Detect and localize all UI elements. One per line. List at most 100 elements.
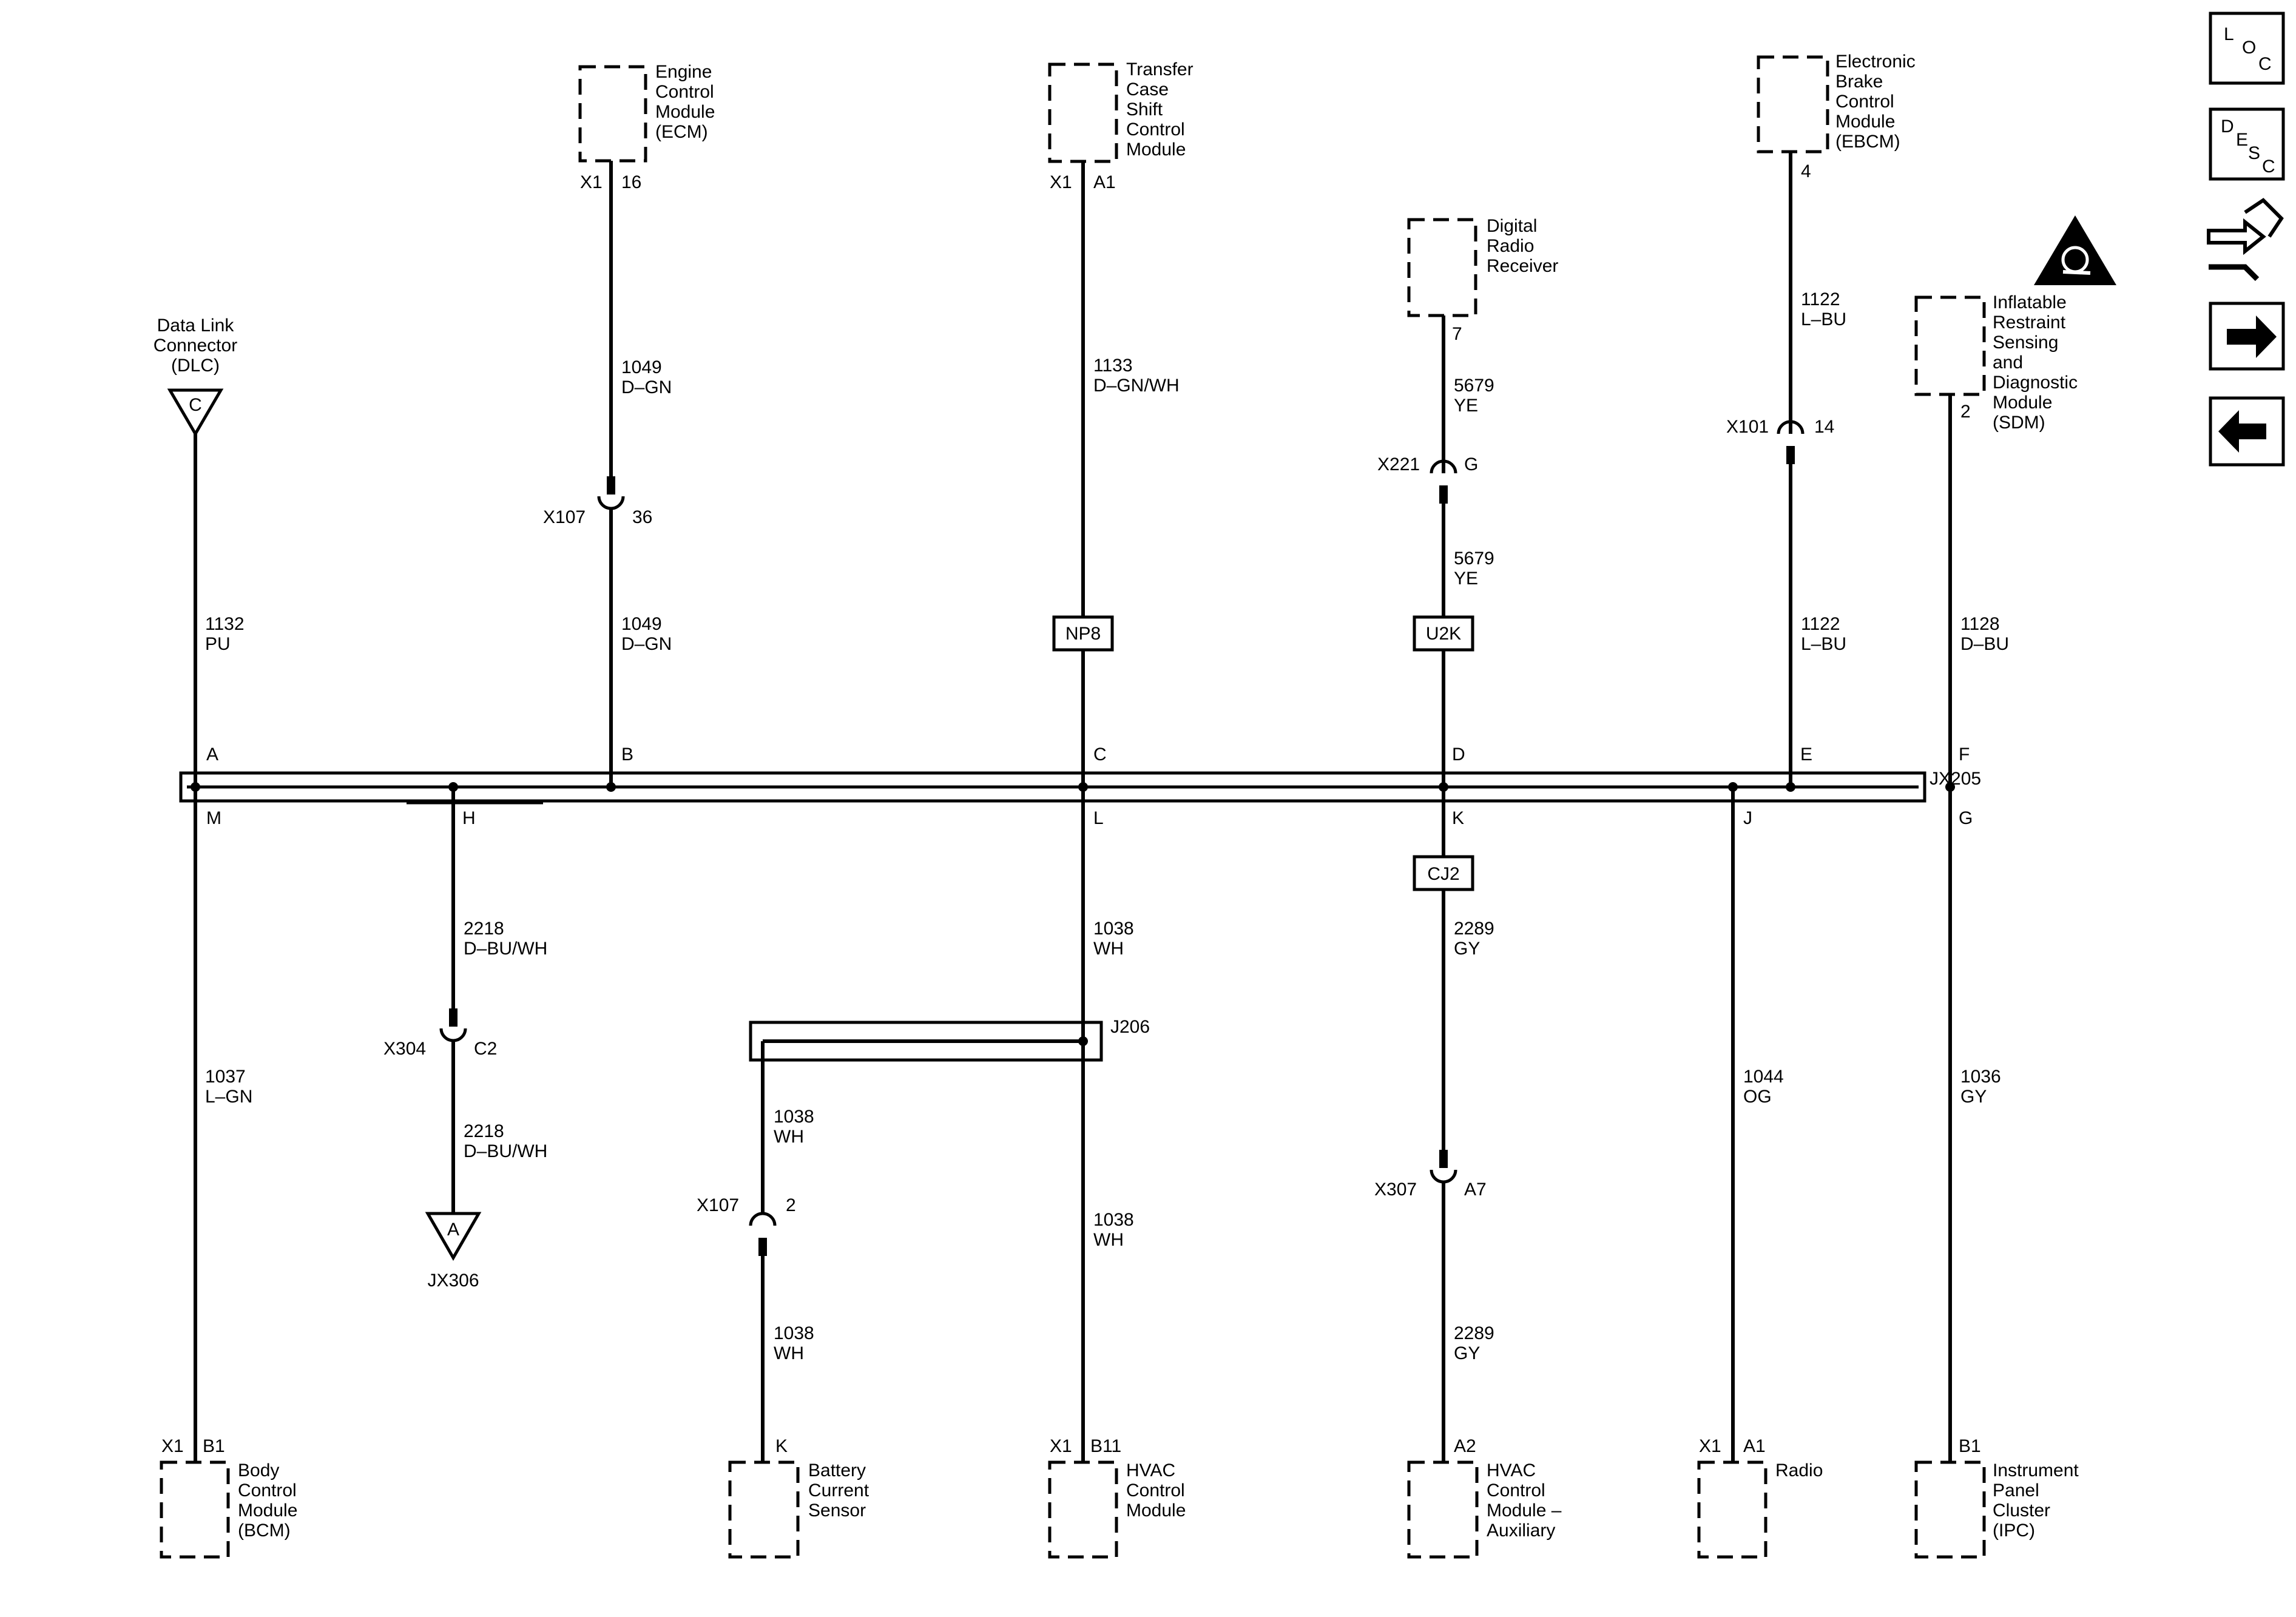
x107-bot-pin: 2 [786, 1195, 796, 1215]
arrow-left-icon [2218, 410, 2266, 453]
bus-pin-e: E [1800, 744, 1812, 765]
ipc-pin: B1 [1959, 1436, 1981, 1456]
desc-letter-3: S [2248, 143, 2260, 163]
bus-pin-m: M [206, 808, 221, 828]
inline-np8: NP8 [1065, 624, 1101, 644]
desc-letter-4: C [2262, 157, 2275, 177]
hvac-pin-right: B11 [1090, 1436, 1121, 1456]
bus-pin-a: A [206, 744, 218, 765]
splice-j206: J206 [1110, 1017, 1150, 1037]
bus-pin-k: K [1452, 808, 1464, 828]
x101-pin: 14 [1814, 417, 1834, 437]
desc-letter-2: E [2236, 130, 2248, 150]
bus-pin-l: L [1093, 808, 1104, 828]
ground-label: JX306 [427, 1271, 479, 1291]
loc-letter-3: C [2258, 54, 2272, 74]
bus-pin-f: F [1959, 744, 1970, 765]
loc-letter-2: O [2242, 38, 2256, 58]
ebcm-pin: 4 [1801, 161, 1811, 181]
desc-button[interactable]: D E S C [2209, 107, 2285, 181]
bus-pin-j: J [1743, 808, 1752, 828]
bus-pin-g: G [1959, 808, 1973, 828]
tcscm-pin-right: A1 [1093, 172, 1116, 192]
loc-button[interactable]: L O C [2209, 12, 2285, 85]
airbag-warning-icon [2034, 215, 2116, 285]
loc-letter-1: L [2224, 24, 2234, 44]
bus-pin-d: D [1452, 744, 1465, 765]
sdm-pin: 2 [1960, 402, 1971, 422]
bcm-pin-left: X1 [161, 1436, 184, 1456]
bus-name: JX205 [1930, 769, 1981, 789]
x221-pin: G [1464, 454, 1478, 474]
bcs-pin: K [775, 1436, 788, 1456]
bcm-pin-right: B1 [203, 1436, 225, 1456]
x221-name: X221 [1377, 454, 1420, 474]
radio-label: Radio [1775, 1460, 1823, 1480]
ground-letter: A [447, 1220, 459, 1240]
inline-cj2: CJ2 [1427, 864, 1459, 884]
tcscm-pin-left: X1 [1050, 172, 1072, 192]
arrow-right-icon [2227, 316, 2277, 358]
bus-pin-c: C [1093, 744, 1107, 765]
ecm-pin-right: 16 [621, 172, 641, 192]
x107-bot-name: X107 [697, 1195, 739, 1215]
hvac-aux-pin: A2 [1454, 1436, 1476, 1456]
x307-pin: A7 [1464, 1180, 1487, 1200]
bus-pin-h: H [462, 808, 476, 828]
x304-name: X304 [383, 1039, 426, 1059]
drr-pin: 7 [1452, 324, 1462, 344]
bus-jx205: JX205 A B C D E F M H L K J G [179, 744, 1981, 828]
radio-pin-right: A1 [1743, 1436, 1766, 1456]
connector-tools-icon[interactable] [2207, 198, 2284, 282]
x304-pin: C2 [474, 1039, 497, 1059]
hvac-pin-left: X1 [1050, 1436, 1072, 1456]
dlc-letter: C [189, 395, 202, 415]
prev-button[interactable] [2209, 396, 2285, 467]
bus-pin-b: B [621, 744, 633, 765]
next-button[interactable] [2209, 302, 2285, 371]
x107-top-pin: 36 [632, 507, 652, 527]
x107-top-name: X107 [543, 507, 586, 527]
x307-name: X307 [1374, 1180, 1417, 1200]
